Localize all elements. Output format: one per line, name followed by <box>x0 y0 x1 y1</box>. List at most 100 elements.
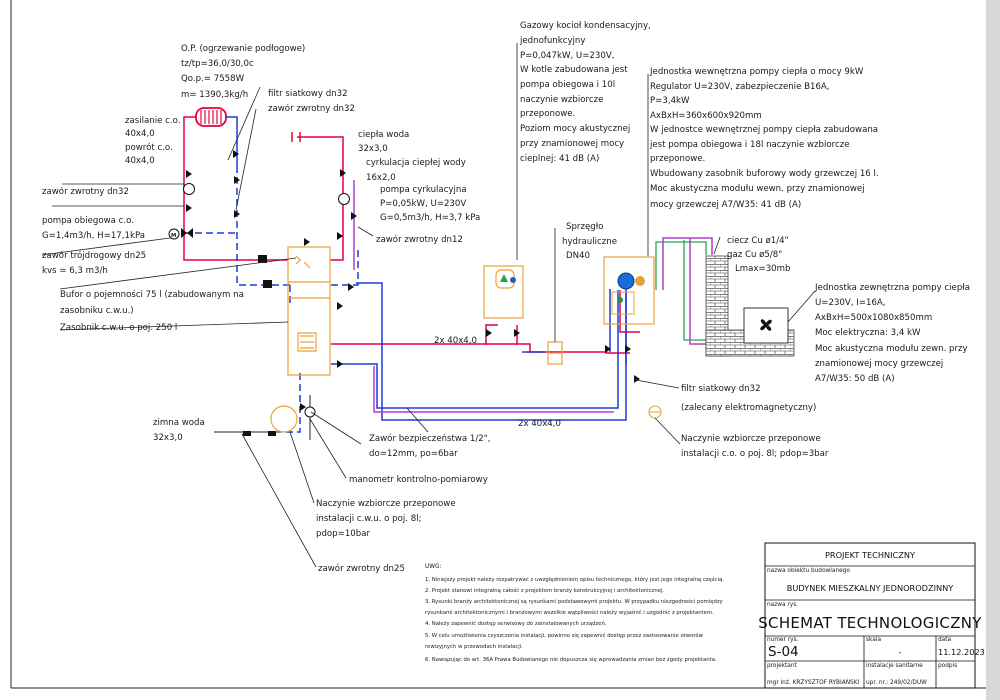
annotations: O.P. (ogrzewanie podłogowe) tz/tp=36,0/3… <box>42 21 970 574</box>
label-op-3: Qo.p.= 7558W <box>181 74 245 84</box>
note-1: 1. Niniejszy projekt należy rozpatrywać … <box>425 576 724 583</box>
label-check-dn25: zawór zwrotny dn25 <box>318 563 405 574</box>
label-dhw-vessel-3: pdop=10bar <box>316 529 370 539</box>
title-scale: - <box>899 647 902 657</box>
label-storage: Zasobnik c.w.u. o poj. 250 l <box>60 323 177 333</box>
label-indoor-1: Jednostka wewnętrzna pompy ciepła o mocy… <box>649 67 864 77</box>
label-outdoor-4: Moc elektryczna: 3,4 kW <box>815 328 921 338</box>
label-boiler-3: P=0,047kW, U=230V, <box>520 51 614 61</box>
label-outdoor-6: znamionowej mocy grzewczej <box>815 359 943 369</box>
label-dhw-vessel-2: instalacji c.w.u. o poj. 8l; <box>316 514 421 524</box>
title-drawing-caption: nazwa rys. <box>767 602 798 608</box>
label-3way-2: kvs = 6,3 m3/h <box>42 266 108 276</box>
label-op-2: tz/tp=36,0/30,0c <box>181 59 254 69</box>
manometer <box>304 406 316 418</box>
label-refrigerant-3: Lmax=30mb <box>735 264 790 274</box>
label-separator-1: Sprzęgło <box>566 222 603 232</box>
label-separator-3: DN40 <box>566 251 590 261</box>
three-way-valve <box>181 228 193 238</box>
label-check-top: zawór zwrotny dn32 <box>268 103 355 114</box>
label-supply-1: zasilanie c.o. <box>125 116 180 126</box>
label-boiler-7: przeponowe. <box>520 109 575 119</box>
label-pump-1: pompa obiegowa c.o. <box>42 216 134 226</box>
title-number-caption: numer rys. <box>767 637 799 643</box>
label-op-1: O.P. (ogrzewanie podłogowe) <box>181 44 305 54</box>
label-filter-top: filtr siatkowy dn32 <box>268 89 348 99</box>
label-boiler-2: jednofunkcyjny <box>519 36 585 46</box>
title-drawing: SCHEMAT TECHNOLOGICZNY <box>758 614 982 632</box>
co-return-pipe <box>226 116 238 166</box>
label-check-dn12: zawór zwrotny dn12 <box>376 234 463 245</box>
note-5: 5. W celu umożliwienia czyszczenia insta… <box>425 632 704 639</box>
refrigerant-gas-line <box>662 237 713 290</box>
main-supply-pipe <box>331 343 630 354</box>
label-outdoor-3: AxBxH=500x1080x850mm <box>815 313 932 323</box>
storage-tank <box>287 246 331 376</box>
co-return-pipe-lower <box>236 166 290 286</box>
leader-lines <box>41 43 816 568</box>
title-number: S-04 <box>768 644 799 660</box>
label-boiler-1: Gazowy kocioł kondensacyjny, <box>520 21 651 31</box>
label-pipe-1: 2x 40x4,0 <box>434 336 477 346</box>
title-block: PROJEKT TECHNICZNY nazwa obiektu budowla… <box>758 542 985 689</box>
title-signature-caption: podpis <box>938 663 957 669</box>
title-branch: instalacje sanitarne <box>866 663 923 669</box>
label-hot-water-2: 32x3,0 <box>358 144 388 154</box>
notes-title: UWG: <box>425 564 441 570</box>
devices <box>270 246 795 433</box>
label-boiler-6: naczynie wzbiorcze <box>520 95 603 105</box>
label-check-valve-left: zawór zwrotny dn32 <box>42 186 129 197</box>
label-boiler-10: cieplnej: 41 dB (A) <box>520 154 599 164</box>
label-boiler-4: W kotle zabudowana jest <box>520 65 628 75</box>
label-indoor-4: AxBxH=360x600x920mm <box>650 111 762 121</box>
frame-margin <box>986 0 1000 700</box>
svg-text:M: M <box>171 233 176 239</box>
label-pump-2: G=1,4m3/h, H=17,1kPa <box>42 231 145 241</box>
note-6: 6. Nawiązując do art. 36A Prawa Budowlan… <box>425 657 717 663</box>
label-3way-1: zawór trójdrogowy dn25 <box>42 250 146 261</box>
label-boiler-5: pompa obiegowa i 10l <box>520 80 615 90</box>
label-circ-pump-1: pompa cyrkulacyjna <box>380 185 467 195</box>
label-boiler-9: przy znamionowej mocy <box>520 139 624 149</box>
label-co-vessel-1: Naczynie wzbiorcze przeponowe <box>681 434 821 444</box>
refrigerant-liquid-line <box>655 241 707 290</box>
fittings: M <box>168 150 640 436</box>
main-pipe-magenta <box>373 366 614 413</box>
label-supply-2: 40x4,0 <box>125 129 155 139</box>
label-buffer-1: Bufor o pojemności 75 l (zabudowanym na <box>60 289 244 300</box>
circulation-pump-co <box>183 183 195 195</box>
label-outdoor-2: U=230V, I=16A, <box>815 298 886 308</box>
label-indoor-8: Wbudowany zasobnik buforowy wody grzewcz… <box>650 169 879 179</box>
label-boiler-8: Poziom mocy akustycznej <box>520 124 630 134</box>
hot-water-pipe <box>297 136 344 261</box>
dhw-expansion-vessel <box>270 405 298 433</box>
label-refrigerant-1: ciecz Cu ø1/4" <box>727 236 789 246</box>
note-3b: rysunkami architektonicznymi i branżowym… <box>425 609 714 616</box>
label-circ-pump-2: P=0,05kW, U=230V <box>380 199 466 209</box>
label-outdoor-7: A7/W35: 50 dB (A) <box>815 374 895 384</box>
label-indoor-3: P=3,4kW <box>650 96 690 106</box>
label-return-1: powrót c.o. <box>125 142 173 153</box>
label-co-vessel-2: instalacji c.o. o poj. 8l; pdop=3bar <box>681 449 829 459</box>
title-header: PROJEKT TECHNICZNY <box>825 550 916 560</box>
label-indoor-5: W jednostce wewnętrznej pompy ciepła zab… <box>650 125 878 135</box>
label-indoor-6: jest pompa obiegowa i 18l naczynie wzbio… <box>649 140 850 150</box>
title-date-caption: data <box>938 637 952 643</box>
label-filter-right-2: (zalecany elektromagnetyczny) <box>681 403 816 413</box>
notes-block: UWG: 1. Niniejszy projekt należy rozpatr… <box>425 564 724 663</box>
title-building-caption: nazwa obiektu budowlanego <box>767 568 850 574</box>
three-way-valve-motor <box>168 228 180 240</box>
floor-heating-coil <box>195 107 227 127</box>
label-outdoor-5: Moc akustyczna modułu zewn. przy <box>815 344 968 354</box>
title-date: 11.12.2023 <box>938 647 985 657</box>
label-indoor-2: Regulator U=230V, zabezpieczenie B16A, <box>650 82 830 92</box>
label-circulation-2: 16x2,0 <box>366 173 396 183</box>
co-supply-pipe <box>183 116 288 261</box>
label-dhw-vessel-1: Naczynie wzbiorcze przeponowe <box>316 499 456 509</box>
label-circulation-1: cyrkulacja ciepłej wody <box>366 158 466 168</box>
label-separator-2: hydrauliczne <box>562 237 617 247</box>
title-designer-caption: projektant <box>767 663 798 669</box>
title-building: BUDYNEK MIESZKALNY JEDNORODZINNY <box>787 583 954 593</box>
label-op-4: m= 1390,3kg/h <box>181 90 248 100</box>
